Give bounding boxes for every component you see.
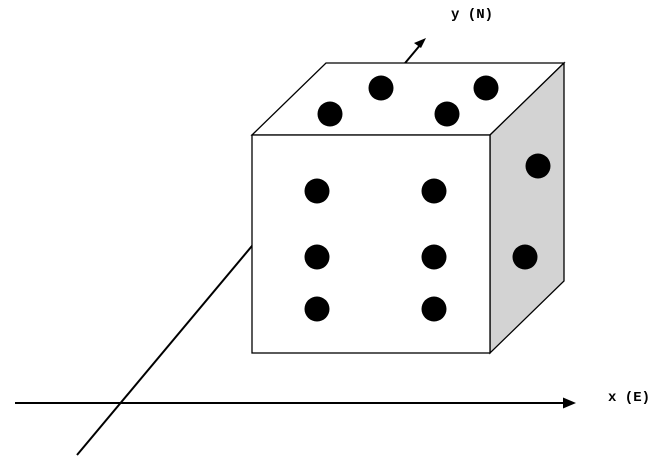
front-pip [421, 244, 447, 270]
side-face-pips [512, 153, 551, 270]
front-pip [304, 296, 330, 322]
side-pip [512, 244, 538, 270]
side-pip [525, 153, 551, 179]
top-pip [434, 101, 460, 127]
top-pip [473, 75, 499, 101]
y-axis-arrowhead [414, 38, 426, 48]
front-pip [421, 178, 447, 204]
top-face-pips [317, 75, 499, 127]
front-pip [421, 296, 447, 322]
die [250, 61, 566, 355]
die-front-face [251, 134, 491, 354]
top-pip [368, 75, 394, 101]
y-axis-label: y (N) [451, 7, 493, 23]
x-axis-label: x (E) [608, 390, 650, 406]
front-pip [304, 178, 330, 204]
x-axis [15, 397, 576, 409]
top-pip [317, 101, 343, 127]
x-axis-arrowhead [563, 397, 576, 409]
front-pip [304, 244, 330, 270]
front-face-pips [304, 178, 447, 322]
